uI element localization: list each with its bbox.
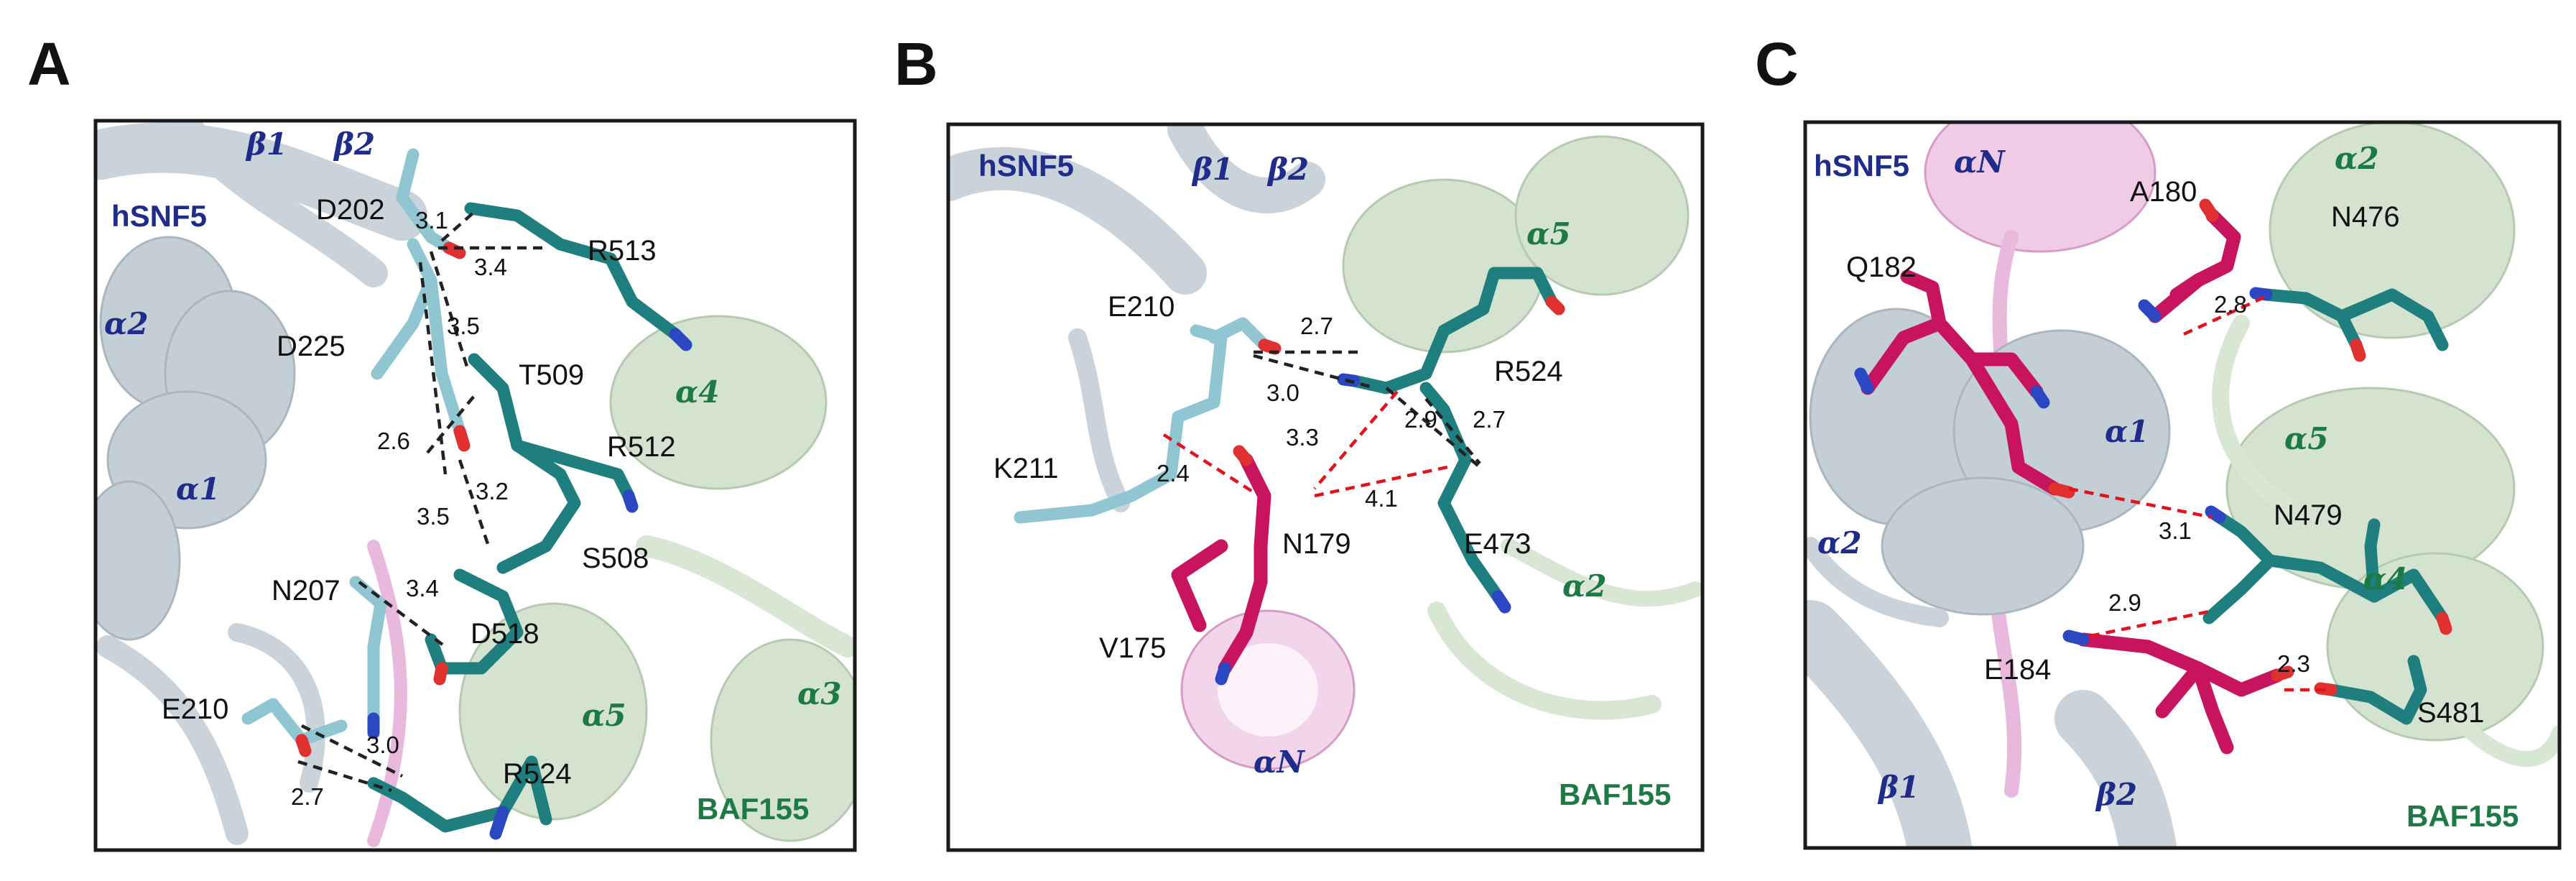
- residue-label: R524: [503, 758, 572, 790]
- distance-label: 3.1: [2159, 517, 2192, 544]
- ss-label-alpha1: α1: [176, 471, 221, 507]
- ss-label-beta2: β2: [1266, 152, 1309, 187]
- panel-c: C: [1755, 30, 2562, 850]
- protein-label-hsnf5: hSNF5: [111, 199, 207, 233]
- ss-label-alpha5: α5: [582, 698, 626, 733]
- residue-label: D202: [316, 194, 385, 226]
- ss-label-alpha2-baf155: α2: [2335, 141, 2379, 176]
- distance-label: 3.0: [1266, 379, 1299, 406]
- residue-label: E210: [1108, 291, 1175, 323]
- protein-label-baf155: BAF155: [1559, 778, 1671, 811]
- ss-label-beta2: β2: [333, 126, 375, 162]
- residue-label: R513: [588, 235, 657, 267]
- ss-label-alpha3: α3: [797, 676, 842, 711]
- distance-label: 2.7: [1300, 313, 1333, 339]
- panel-a-frame: [93, 119, 857, 852]
- residue-label: N207: [272, 575, 340, 606]
- residue-label: N479: [2274, 499, 2343, 531]
- protein-label-hsnf5: hSNF5: [1814, 149, 1909, 183]
- residue-label: N476: [2331, 201, 2400, 233]
- distance-label: 2.6: [377, 428, 410, 454]
- ss-label-alphaN: αN: [1254, 744, 1305, 780]
- ss-label-beta1: β1: [245, 126, 287, 162]
- residue-label: E473: [1464, 528, 1531, 560]
- ss-label-beta1: β1: [1877, 770, 1919, 805]
- distance-label: 2.3: [2277, 650, 2310, 677]
- ss-label-beta2: β2: [2095, 777, 2137, 812]
- distance-label: 3.0: [366, 732, 399, 758]
- panel-b: B: [894, 30, 1705, 852]
- distance-label: 2.9: [1404, 406, 1437, 433]
- residue-label: S481: [2417, 697, 2484, 729]
- residue-label: V175: [1099, 632, 1166, 664]
- panel-letter-a: A: [27, 30, 71, 98]
- ss-label-beta1: β1: [1191, 152, 1233, 187]
- panel-a-structure: [96, 121, 855, 847]
- residue-label: E184: [1984, 654, 2051, 686]
- panel-b-frame: [946, 122, 1705, 852]
- distance-label: 3.2: [476, 478, 509, 504]
- residue-label: R524: [1494, 356, 1563, 387]
- protein-label-hsnf5: hSNF5: [978, 149, 1074, 183]
- panel-b-structure: [948, 124, 1702, 770]
- ss-label-alphaN: αN: [1954, 144, 2006, 180]
- residue-label: T509: [519, 359, 584, 391]
- ss-label-alpha2: α2: [104, 306, 149, 341]
- residue-label: D518: [471, 618, 539, 650]
- ss-label-alpha4: α4: [675, 374, 720, 410]
- protein-label-baf155: BAF155: [2406, 799, 2519, 833]
- distance-label: 2.4: [1157, 460, 1190, 486]
- panel-letter-b: B: [894, 30, 938, 98]
- ss-label-alpha2: α2: [1562, 568, 1607, 604]
- panel-c-frame: [1803, 120, 2562, 850]
- distance-label: 2.7: [291, 783, 324, 810]
- distance-label: 4.1: [1365, 485, 1398, 512]
- ss-label-alpha2-hsnf5: α2: [1817, 525, 1862, 561]
- distance-label: 3.3: [1286, 424, 1319, 451]
- residue-label: S508: [582, 543, 649, 574]
- residue-label: E210: [162, 693, 228, 725]
- distance-label: 3.1: [415, 207, 448, 234]
- distance-label: 2.8: [2214, 291, 2247, 318]
- residue-label: N179: [1282, 528, 1351, 560]
- panel-a: A: [27, 30, 857, 852]
- residue-label: Q182: [1846, 252, 1917, 283]
- distance-label: 2.9: [2108, 589, 2141, 616]
- distance-label: 3.4: [406, 575, 439, 601]
- residue-label: D225: [277, 331, 346, 362]
- ss-label-alpha5: α5: [1526, 216, 1571, 252]
- distance-label: 3.5: [447, 313, 480, 339]
- distance-label: 3.5: [417, 503, 450, 530]
- distance-label: 3.4: [474, 254, 507, 280]
- residue-label: K211: [993, 453, 1058, 484]
- panel-letter-c: C: [1755, 30, 1799, 98]
- protein-label-baf155: BAF155: [697, 792, 809, 826]
- panel-c-structure: [1805, 122, 2559, 848]
- ss-label-alpha5: α5: [2284, 421, 2329, 456]
- ss-label-alpha1: α1: [2105, 414, 2149, 449]
- residue-label: R512: [607, 431, 676, 463]
- distance-label: 2.7: [1473, 406, 1506, 433]
- residue-label: A180: [2130, 176, 2197, 208]
- ss-label-alpha4: α4: [2363, 561, 2408, 596]
